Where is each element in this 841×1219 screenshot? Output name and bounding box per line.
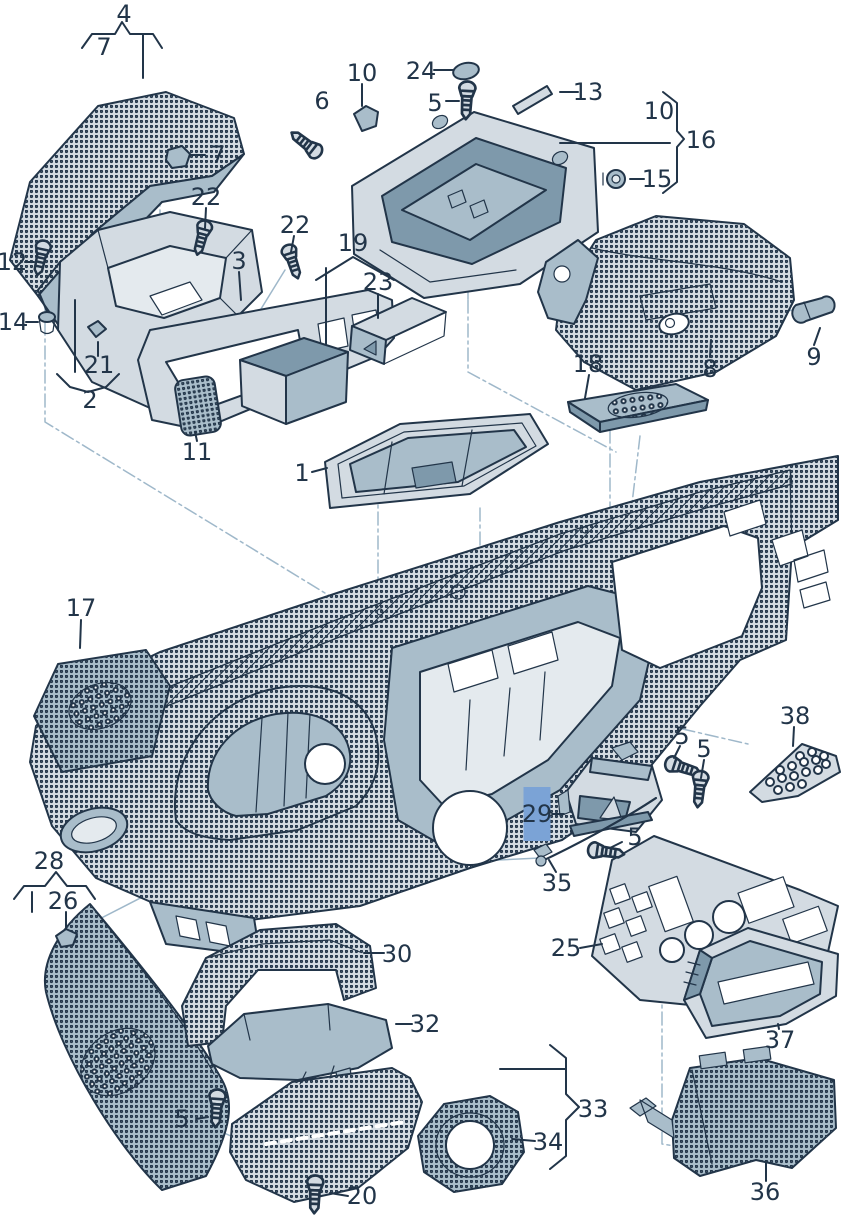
callout-16[interactable]: 16 bbox=[685, 126, 717, 154]
callout-9[interactable]: 9 bbox=[806, 343, 822, 371]
part-actuating-rod bbox=[533, 797, 657, 867]
part-small-lid bbox=[174, 375, 222, 437]
part-lower-column-trim bbox=[229, 1065, 423, 1203]
part-side-trim-grille bbox=[33, 649, 171, 773]
callout-1[interactable]: 1 bbox=[294, 459, 310, 487]
callout-34[interactable]: 34 bbox=[532, 1128, 564, 1156]
part-column-gaiter bbox=[417, 1095, 525, 1193]
callout-13[interactable]: 13 bbox=[572, 78, 604, 106]
callout-5-a[interactable]: 5 bbox=[427, 89, 443, 117]
part-glovebox-lid bbox=[537, 215, 795, 391]
callout-22-a[interactable]: 22 bbox=[190, 183, 222, 211]
callout-37[interactable]: 37 bbox=[764, 1026, 796, 1054]
part-dashboard-body bbox=[29, 455, 839, 957]
callout-10-b[interactable]: 10 bbox=[643, 97, 675, 125]
callout-6[interactable]: 6 bbox=[314, 87, 330, 115]
part-cover-panel bbox=[629, 1045, 837, 1177]
clip-10-icon bbox=[353, 105, 379, 132]
callout-38[interactable]: 38 bbox=[779, 702, 811, 730]
callout-11[interactable]: 11 bbox=[181, 438, 213, 466]
bulb-9-icon bbox=[791, 295, 836, 324]
cap-24-icon bbox=[452, 61, 480, 81]
part-open-tray bbox=[683, 927, 839, 1039]
callout-35[interactable]: 35 bbox=[541, 869, 573, 897]
callout-7-b[interactable]: 7 bbox=[210, 141, 226, 169]
callout-5-e[interactable]: 5 bbox=[174, 1105, 190, 1133]
callout-2[interactable]: 2 bbox=[82, 386, 98, 414]
callout-22-b[interactable]: 22 bbox=[279, 211, 311, 239]
callout-5-b[interactable]: 5 bbox=[674, 722, 690, 750]
callout-33[interactable]: 33 bbox=[577, 1095, 609, 1123]
callout-24[interactable]: 24 bbox=[405, 57, 437, 85]
callout-8[interactable]: 8 bbox=[702, 355, 718, 383]
clip-26-icon bbox=[55, 928, 78, 948]
fasteners bbox=[28, 61, 836, 1215]
callout-23[interactable]: 23 bbox=[362, 268, 394, 296]
callout-10-a[interactable]: 10 bbox=[346, 59, 378, 87]
callout-5-c[interactable]: 5 bbox=[696, 735, 712, 763]
callout-12[interactable]: 12 bbox=[0, 248, 28, 276]
part-speaker-grille bbox=[567, 383, 709, 433]
clip-21-icon bbox=[87, 320, 107, 338]
leader-lines bbox=[13, 21, 821, 1197]
callout-30[interactable]: 30 bbox=[381, 940, 413, 968]
callout-19[interactable]: 19 bbox=[337, 229, 369, 257]
part-glovebox-housing bbox=[351, 111, 599, 299]
callout-29-highlighted[interactable]: 29 bbox=[522, 787, 552, 841]
callout-15[interactable]: 15 bbox=[641, 165, 673, 193]
part-stowage-tray bbox=[324, 413, 549, 509]
callout-20[interactable]: 20 bbox=[346, 1182, 378, 1210]
callout-25[interactable]: 25 bbox=[550, 934, 582, 962]
callout-26[interactable]: 26 bbox=[47, 887, 79, 915]
callout-5-d[interactable]: 5 bbox=[627, 823, 643, 851]
callout-18[interactable]: 18 bbox=[572, 350, 604, 378]
part-storage-box bbox=[239, 337, 349, 425]
callout-3[interactable]: 3 bbox=[231, 247, 247, 275]
part-latch-assembly bbox=[557, 741, 663, 837]
part-a-pillar-trim bbox=[43, 903, 231, 1191]
screw-5-icon bbox=[688, 768, 711, 810]
part-rubber-mat bbox=[349, 297, 447, 365]
callout-4[interactable]: 4 bbox=[116, 0, 132, 28]
callout-7-a[interactable]: 7 bbox=[96, 33, 112, 61]
callout-14[interactable]: 14 bbox=[0, 308, 29, 336]
callout-21[interactable]: 21 bbox=[83, 351, 115, 379]
callout-36[interactable]: 36 bbox=[749, 1178, 781, 1206]
clip-7-icon bbox=[165, 145, 191, 169]
part-perforated-bracket bbox=[749, 743, 841, 803]
callout-17[interactable]: 17 bbox=[65, 594, 97, 622]
bolt-14-icon bbox=[38, 311, 56, 323]
screw-6-icon bbox=[285, 125, 327, 163]
callout-32[interactable]: 32 bbox=[409, 1010, 441, 1038]
pin-13-icon bbox=[512, 85, 553, 115]
callout-28[interactable]: 28 bbox=[33, 847, 65, 875]
